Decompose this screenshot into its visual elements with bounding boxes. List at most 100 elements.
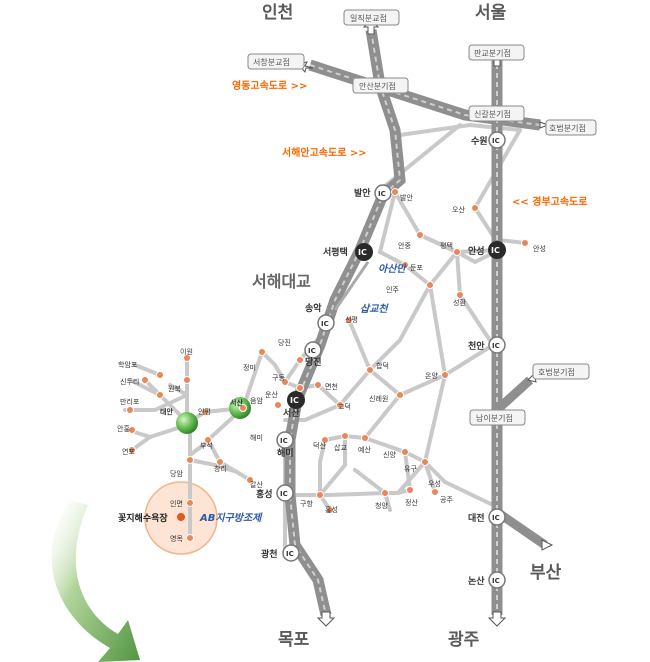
- svg-text:IC: IC: [308, 347, 316, 355]
- svg-text:안성: 안성: [468, 245, 485, 257]
- svg-text:신례원: 신례원: [369, 394, 388, 403]
- beach-marker: [177, 513, 185, 521]
- arrow-gwangju: [487, 611, 507, 627]
- svg-text:삽교: 삽교: [334, 443, 347, 452]
- bridge-line: [333, 261, 370, 311]
- junction-seochang: 서창분교점: [247, 53, 305, 70]
- svg-text:예산: 예산: [358, 445, 371, 454]
- junction-singal: 신갈분기점: [468, 105, 525, 122]
- svg-text:서창분교점: 서창분교점: [253, 57, 290, 67]
- svg-text:구동: 구동: [272, 374, 285, 382]
- city-busan: 부산: [530, 563, 562, 583]
- svg-text:공주: 공주: [440, 496, 453, 504]
- svg-text:IC: IC: [491, 246, 500, 255]
- svg-text:신두리: 신두리: [120, 377, 139, 386]
- svg-text:갈산: 갈산: [250, 480, 263, 489]
- svg-text:판교분기점: 판교분기점: [474, 48, 511, 58]
- svg-text:IC: IC: [492, 137, 500, 145]
- svg-text:남이분기점: 남이분기점: [476, 413, 513, 423]
- svg-text:원북: 원북: [168, 384, 181, 393]
- svg-text:홍성: 홍성: [256, 488, 273, 500]
- svg-text:정산: 정산: [405, 498, 418, 507]
- svg-text:오산: 오산: [452, 205, 465, 214]
- bridge-label: 서해대교: [252, 272, 311, 291]
- svg-text:IC: IC: [280, 490, 288, 498]
- svg-text:IC: IC: [290, 396, 299, 405]
- svg-text:당진: 당진: [278, 338, 291, 347]
- svg-text:안흥: 안흥: [117, 424, 130, 433]
- svg-text:IC: IC: [492, 577, 500, 585]
- svg-text:음암: 음암: [250, 397, 263, 405]
- highway-seohaean: 서해안고속도로 >>: [282, 146, 367, 159]
- svg-text:IC: IC: [321, 320, 329, 328]
- svg-text:해미: 해미: [250, 433, 263, 442]
- svg-text:만리포: 만리포: [120, 397, 140, 406]
- arrow-hobeop1: [539, 121, 550, 129]
- junction-hobeop2: 호법분기점: [532, 363, 590, 380]
- svg-text:IC: IC: [280, 437, 288, 445]
- svg-text:천안: 천안: [468, 341, 485, 352]
- label-asanman: 아산만: [378, 263, 407, 275]
- label-sapgyocheon: 삽교천: [360, 303, 389, 315]
- svg-text:송악: 송악: [305, 302, 322, 314]
- city-mokpo: 목포: [278, 630, 310, 650]
- arrow-mokpo: [316, 611, 336, 627]
- svg-text:안성: 안성: [533, 244, 546, 253]
- svg-text:부석: 부석: [200, 441, 213, 450]
- svg-text:해미: 해미: [277, 447, 294, 459]
- city-seoul: 서울: [475, 3, 507, 23]
- svg-text:IC: IC: [358, 248, 367, 257]
- ic-hongseong: IC 홍성: [256, 484, 294, 502]
- svg-text:청양: 청양: [375, 502, 388, 510]
- ic-songak: IC 송악: [305, 302, 335, 332]
- svg-text:호법분기점: 호법분기점: [538, 367, 575, 377]
- svg-text:평택: 평택: [440, 241, 453, 250]
- svg-text:합덕: 합덕: [376, 361, 389, 370]
- svg-text:서산: 서산: [283, 407, 300, 419]
- svg-text:운산: 운산: [265, 390, 278, 399]
- svg-text:태안: 태안: [160, 407, 173, 416]
- svg-text:창리: 창리: [214, 464, 227, 473]
- svg-text:인평: 인평: [198, 407, 211, 416]
- svg-text:발안: 발안: [354, 187, 371, 199]
- ic-suwon: IC 수원: [471, 131, 506, 149]
- svg-text:유구: 유구: [404, 465, 417, 473]
- svg-text:당진: 당진: [305, 356, 322, 368]
- taean-marker: [176, 412, 198, 434]
- svg-text:IC: IC: [492, 514, 500, 522]
- svg-text:신양: 신양: [383, 450, 396, 459]
- decor-arrow: [51, 500, 141, 662]
- junction-nami: 남이분기점: [469, 409, 526, 426]
- svg-text:인면: 인면: [170, 499, 183, 508]
- svg-text:인주: 인주: [386, 285, 399, 294]
- svg-text:IC: IC: [378, 190, 386, 198]
- ic-balan: IC 발안: [354, 184, 392, 202]
- svg-text:우성: 우성: [428, 479, 441, 488]
- svg-text:수원: 수원: [471, 135, 488, 147]
- ic-seosan: IC 서산: [283, 391, 305, 419]
- city-gwangju: 광주: [448, 630, 480, 650]
- ic-anseong: IC 안성: [468, 241, 506, 259]
- highway-yeongdong: 영동고속도로 >>: [232, 79, 307, 92]
- svg-text:연포: 연포: [122, 448, 135, 456]
- svg-text:면천: 면천: [325, 382, 338, 391]
- svg-text:당암: 당암: [170, 469, 183, 478]
- label-beach: 꽃지해수욕장: [118, 512, 168, 524]
- svg-text:발안: 발안: [400, 193, 413, 202]
- town-nodes: [126, 188, 529, 542]
- city-incheon: 인천: [262, 3, 293, 23]
- svg-text:일직분교점: 일직분교점: [350, 13, 387, 23]
- svg-text:학암포: 학암포: [118, 360, 138, 369]
- svg-text:영목: 영목: [170, 534, 183, 543]
- svg-text:서산: 서산: [230, 398, 243, 407]
